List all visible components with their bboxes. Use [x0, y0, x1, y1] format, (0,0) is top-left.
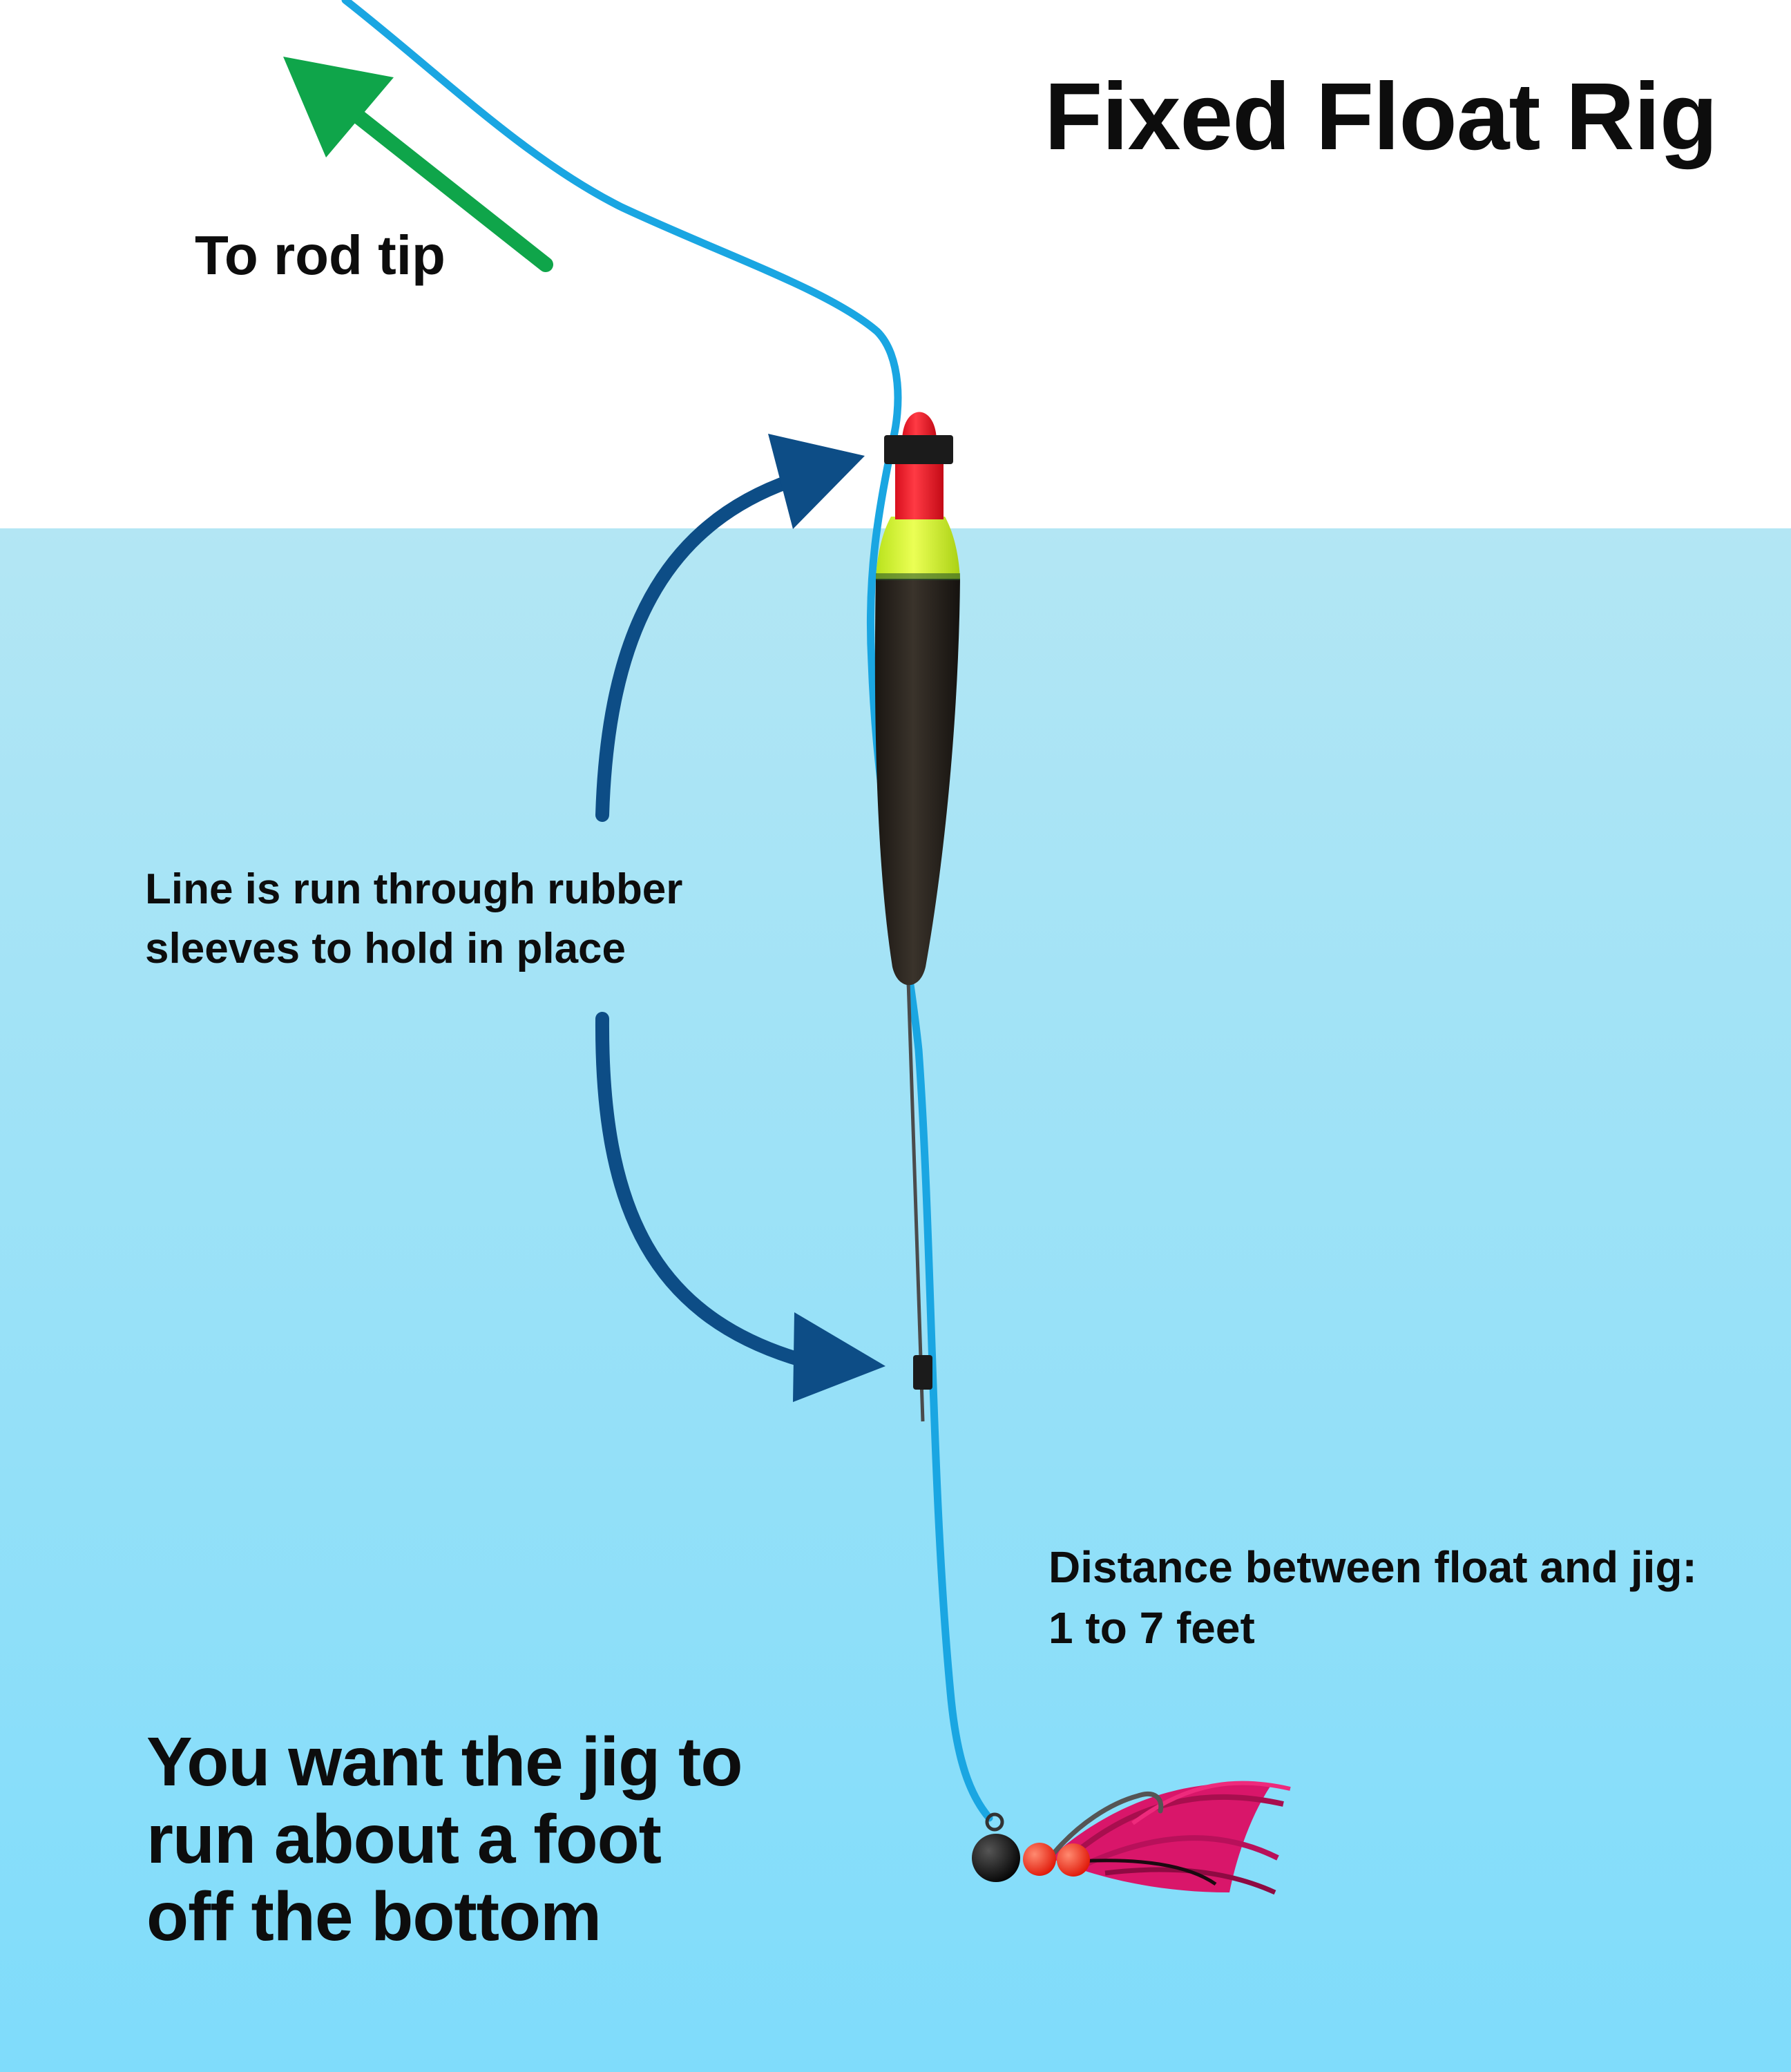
float-yellow-band — [876, 517, 960, 579]
float — [874, 412, 960, 986]
upper-sleeve-arrow-icon — [595, 434, 865, 822]
fishing-line — [341, 0, 993, 1822]
lower-sleeve-arrow-icon — [595, 1012, 885, 1402]
bead-1 — [1023, 1843, 1056, 1876]
rod-tip-arrow-icon — [283, 57, 553, 272]
distance-note: Distance between float and jig: 1 to 7 f… — [1048, 1537, 1697, 1658]
rod-tip-label: To rod tip — [195, 224, 446, 286]
float-red-tip — [895, 456, 944, 519]
top-rubber-sleeve — [884, 435, 953, 464]
distance-note-line-1: Distance between float and jig: — [1048, 1542, 1697, 1592]
jig-depth-note-line-3: off the bottom — [146, 1878, 602, 1955]
jig-depth-note: You want the jig to run about a foot off… — [146, 1723, 743, 1955]
jig-depth-note-line-1: You want the jig to — [146, 1723, 743, 1801]
float-body — [874, 579, 960, 986]
bottom-rubber-sleeve — [913, 1355, 932, 1390]
jig-hook — [1047, 1792, 1164, 1861]
bead-2 — [1057, 1843, 1090, 1877]
distance-note-line-2: 1 to 7 feet — [1048, 1603, 1255, 1653]
jig-head — [972, 1834, 1020, 1882]
rubber-sleeves-note: Line is run through rubber sleeves to ho… — [145, 860, 682, 979]
jig — [972, 1781, 1291, 1895]
jig-feathers — [1050, 1781, 1291, 1895]
jig-depth-note-line-2: run about a foot — [146, 1801, 662, 1878]
rubber-sleeves-note-line-2: sleeves to hold in place — [145, 925, 626, 972]
page-title: Fixed Float Rig — [1044, 64, 1718, 170]
float-stem — [906, 980, 925, 1422]
rubber-sleeves-note-line-1: Line is run through rubber — [145, 865, 683, 913]
jig-eye — [985, 1812, 1004, 1832]
